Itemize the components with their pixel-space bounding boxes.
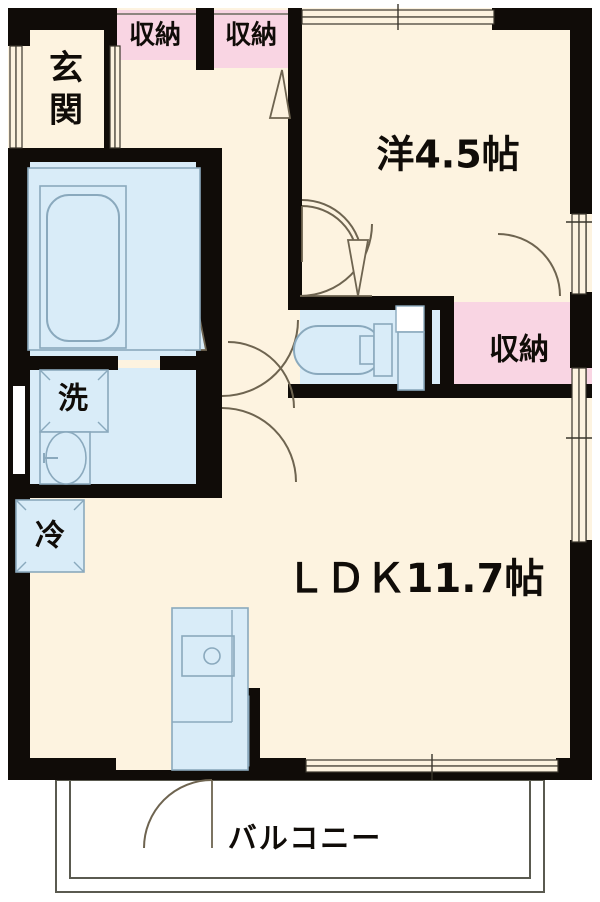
wall-yoshitsu-left (288, 60, 302, 206)
fridge-mark-br (73, 561, 85, 573)
window-genkan-inner (109, 45, 121, 149)
window-top-yoshitsu (301, 4, 495, 30)
wall-genkan-right-top (104, 8, 116, 46)
fixture-layer (15, 167, 425, 771)
label-washer: 洗 (58, 382, 88, 417)
wall-bath-bottom-right (160, 356, 222, 370)
wall-bath-bottom-left (8, 356, 118, 370)
wall-closet-c-left (440, 296, 454, 398)
wall-washroom-bottom (8, 484, 222, 498)
toilet-back-panel (373, 323, 393, 377)
refrigerator-space (15, 499, 85, 573)
door-arc-hall-lower (221, 407, 297, 483)
wall-closet-c-bottom (440, 384, 592, 398)
wall-genkan-right (104, 46, 110, 150)
label-genkan-char1: 玄 (49, 49, 83, 89)
label-ldk: ＬＤＫ11.7帖 (286, 556, 545, 602)
washer-mark-br (97, 421, 109, 433)
wall-right-upper (570, 8, 592, 214)
kitchen-counter (171, 607, 249, 771)
wall-bottom-door-sill (116, 770, 212, 780)
washer-pan (39, 369, 109, 433)
wall-toilet-left (288, 200, 302, 308)
wall-washroom-right (196, 396, 222, 496)
label-layer: 玄 関 収納 収納 洋4.5帖 収納 ＬＤＫ11.7帖 洗 冷 バルコニー (35, 20, 549, 856)
balcony-area (55, 779, 545, 893)
closet-c-folding-door (346, 239, 370, 297)
wall-bottom-left (8, 758, 116, 780)
closet-b-folding-door (268, 69, 292, 119)
wall-toilet-right (424, 306, 432, 390)
balcony-fill (56, 780, 544, 892)
window-bottom-ldk (305, 754, 559, 780)
window-right-lower (566, 367, 592, 543)
door-arc-hall-upper (221, 319, 299, 397)
label-closet-b: 収納 (225, 20, 277, 51)
window-left-glass (13, 386, 25, 474)
label-closet-c: 収納 (489, 333, 549, 368)
label-refrigerator: 冷 (35, 519, 65, 554)
door-arc-toilet (299, 223, 373, 297)
toilet-side-cabinet (397, 331, 425, 391)
door-arc-balcony (143, 779, 213, 849)
toilet-cistern (359, 335, 375, 365)
label-genkan-char2: 関 (49, 91, 83, 131)
closet-c-fill (450, 302, 592, 394)
closet-a-fill (113, 10, 199, 60)
wall-bottom-right (556, 758, 592, 780)
washer-mark-tr (97, 369, 109, 381)
label-closet-a: 収納 (129, 20, 181, 51)
bathtub (46, 194, 120, 342)
window-genkan-door (9, 45, 23, 149)
window-right-upper (566, 213, 592, 295)
wall-bath-top (8, 148, 222, 162)
wall-bottom-window-sill (306, 770, 572, 780)
washer-mark-tl (39, 369, 51, 381)
kitchen-faucet (203, 647, 221, 665)
door-arc-washroom (227, 341, 295, 409)
closet-b-fill (211, 10, 297, 68)
door-arc-closet-c (497, 233, 561, 297)
fridge-mark-tr (73, 499, 85, 511)
fridge-mark-tl (15, 499, 27, 511)
door-arc-layer (143, 69, 561, 849)
toilet-paper-holder (395, 305, 425, 333)
wall-left-upper-stub (8, 8, 30, 46)
label-yoshitsu: 洋4.5帖 (376, 133, 519, 177)
wall-closet-divider (196, 8, 214, 70)
wall-yoshitsu-left-top (288, 8, 302, 68)
closet-fills (113, 10, 592, 394)
wall-right-closet (570, 292, 592, 368)
wall-hall-stub (196, 396, 222, 408)
wall-top-left (8, 8, 114, 30)
wall-left-bath (8, 148, 30, 356)
wall-right-lower (570, 540, 592, 780)
window-layer (9, 4, 592, 780)
label-balcony: バルコニー (228, 821, 382, 855)
fridge-mark-bl (15, 561, 27, 573)
wall-top-right (492, 8, 592, 30)
washer-mark-bl (39, 421, 51, 433)
